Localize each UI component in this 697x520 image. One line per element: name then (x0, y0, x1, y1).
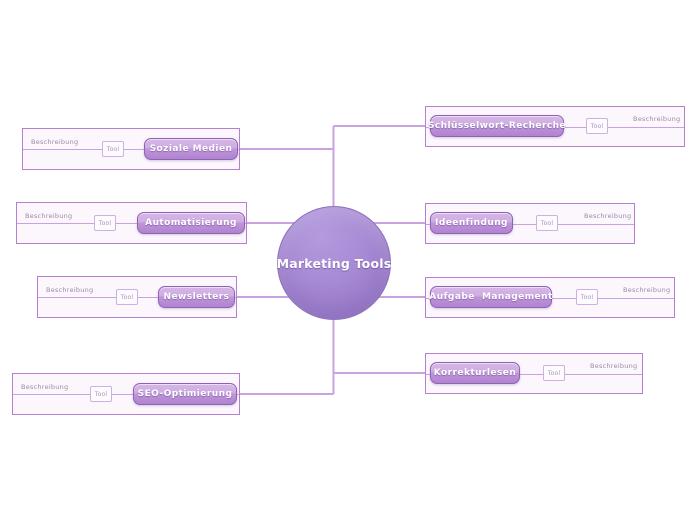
description-label-korrekturlesen: Beschreibung (590, 362, 638, 370)
topic-pill-korrekturlesen[interactable]: Korrekturlesen (430, 362, 520, 384)
tool-chip-schluesselwort-recherche[interactable]: Tool (586, 118, 608, 134)
branch-rule (426, 223, 634, 225)
topic-pill-ideenfindung[interactable]: Ideenfindung (430, 212, 513, 234)
description-label-newsletters: Beschreibung (46, 286, 94, 294)
topic-pill-aufgabe-management[interactable]: Aufgabe Management (429, 286, 553, 308)
tool-chip-soziale-medien[interactable]: Tool (102, 141, 124, 157)
tool-chip-automatisierung[interactable]: Tool (94, 215, 116, 231)
central-topic-label: Marketing Tools (276, 255, 392, 271)
topic-label: SEO-Optimierung (137, 389, 233, 399)
topic-label: Korrekturlesen (433, 368, 517, 378)
description-label-schluesselwort-recherche: Beschreibung (633, 115, 681, 123)
tool-chip-korrekturlesen[interactable]: Tool (543, 365, 565, 381)
tool-chip-aufgabe-management[interactable]: Tool (576, 289, 598, 305)
topic-label: Schlüsselwort-Recherche (427, 121, 567, 131)
topic-label: Ideenfindung (435, 218, 508, 228)
topic-pill-newsletters[interactable]: Newsletters (158, 286, 235, 308)
tool-chip-newsletters[interactable]: Tool (116, 289, 138, 305)
topic-pill-seo-optimierung[interactable]: SEO-Optimierung (133, 383, 237, 405)
description-label-ideenfindung: Beschreibung (584, 212, 632, 220)
description-label-seo-optimierung: Beschreibung (21, 383, 69, 391)
topic-pill-soziale-medien[interactable]: Soziale Medien (144, 138, 238, 160)
branch-rule (426, 373, 642, 375)
branch-rule (17, 223, 246, 224)
description-label-automatisierung: Beschreibung (25, 212, 73, 220)
topic-pill-schluesselwort-recherche[interactable]: Schlüsselwort-Recherche (427, 115, 567, 137)
central-topic-node[interactable]: Marketing Tools (277, 206, 391, 320)
description-label-soziale-medien: Beschreibung (31, 138, 79, 146)
topic-label: Newsletters (163, 292, 230, 302)
topic-label: Aufgabe Management (429, 292, 553, 302)
tool-chip-seo-optimierung[interactable]: Tool (90, 386, 112, 402)
tool-chip-ideenfindung[interactable]: Tool (536, 215, 558, 231)
topic-pill-automatisierung[interactable]: Automatisierung (137, 212, 245, 234)
topic-label: Automatisierung (145, 218, 237, 228)
description-label-aufgabe-management: Beschreibung (623, 286, 671, 294)
branch-rule (23, 149, 239, 150)
topic-label: Soziale Medien (149, 144, 233, 154)
branch-rule (13, 394, 239, 395)
